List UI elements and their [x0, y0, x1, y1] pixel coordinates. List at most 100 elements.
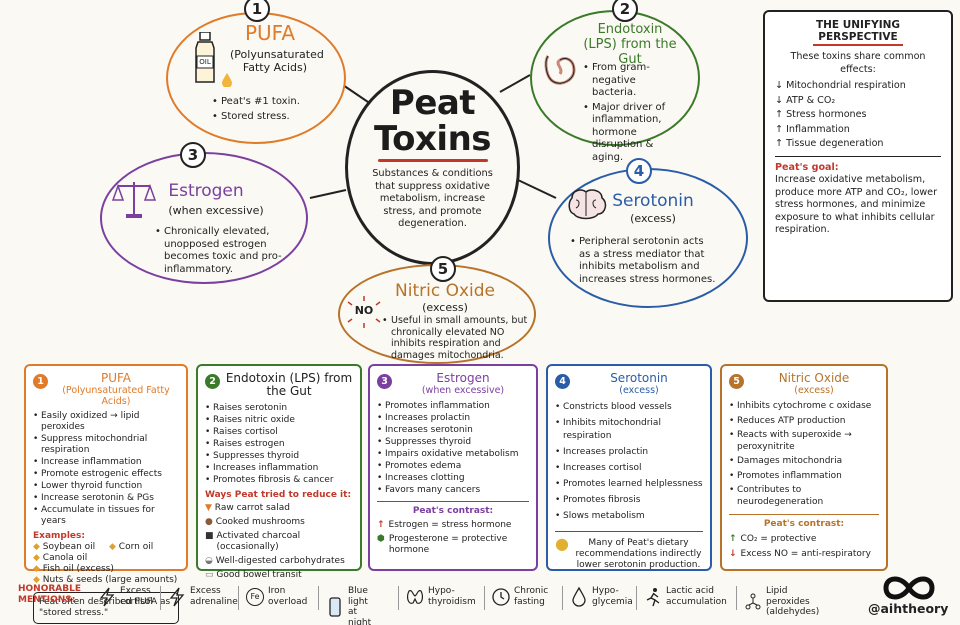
contrast-text: CO₂ = protective: [740, 534, 817, 544]
infinity-logo-icon: [880, 574, 938, 606]
oval-subtitle-estrogen: (when excessive): [168, 204, 264, 217]
note-box: Peat often described PUFA as "stored str…: [33, 592, 179, 624]
way-text: Raw carrot salad: [214, 503, 290, 513]
list-item: ↑ Stress hormones: [775, 109, 867, 120]
card-subtitle: (Polyunsaturated Fatty Acids): [62, 385, 170, 407]
list-item: ◆ Corn oil: [109, 542, 153, 553]
way-text: Activated charcoal (occasionally): [216, 531, 301, 552]
list-item: Damages mitochondria: [729, 456, 879, 468]
arrow-down-icon: ↓: [729, 549, 737, 559]
oval-subtitle-serotonin: (excess): [630, 212, 676, 225]
divider: [736, 586, 737, 610]
gut-icon: [540, 48, 580, 92]
item-line: glycemia: [592, 596, 633, 607]
center-subtitle: Substances & conditions that suppress ox…: [372, 168, 493, 229]
list-item: Accumulate in tissues for years: [33, 505, 179, 527]
list-item: ↑CO₂ = protective: [729, 534, 879, 545]
example-text: Corn oil: [118, 542, 154, 552]
card-subtitle: (excess): [794, 385, 834, 396]
list-item: Stored stress.: [212, 111, 332, 124]
unifying-underline: [813, 44, 903, 46]
oil-drop-icon: [222, 72, 232, 91]
list-item: Reacts with superoxide → peroxynitrite: [729, 430, 879, 453]
contrast-text: Progesterone = protective hormone: [388, 534, 508, 555]
brain-icon: [566, 186, 608, 224]
drop-icon: [572, 586, 586, 607]
unifying-perspective-box: THE UNIFYING PERSPECTIVE These toxins sh…: [763, 10, 953, 302]
oval-number-3: 3: [180, 142, 206, 168]
unifying-effects: ↓ Mitochondrial respiration ↓ ATP & CO₂ …: [775, 80, 941, 151]
drop-icon: ◆: [109, 542, 116, 552]
list-item: Raises estrogen: [205, 439, 353, 450]
oval-title-endotoxin: Endotoxin (LPS) from the Gut: [583, 22, 677, 67]
oval-subtitle-pufa: (Polyunsaturated Fatty Acids): [230, 48, 324, 74]
examples-title: Examples:: [33, 531, 85, 541]
center-title-line1: Peat: [389, 83, 476, 123]
no-icon: [346, 296, 382, 332]
list-item: Promotes fibrosis: [555, 494, 703, 507]
card-title: Serotonin: [610, 371, 668, 385]
list-item: Increases serotonin: [377, 425, 529, 436]
list-item: ■ Activated charcoal (occasionally): [205, 531, 353, 553]
carrot-icon: ▼: [205, 503, 212, 513]
item-line: accumulation: [666, 596, 727, 607]
divider: [562, 586, 563, 610]
divider: [636, 586, 637, 610]
list-item: Increases prolactin: [377, 413, 529, 424]
unifying-title: THE UNIFYING PERSPECTIVE: [815, 19, 901, 43]
honorable-item-lipid-peroxides: Lipid peroxides(aldehydes): [744, 586, 819, 618]
oval-subtitle-nitric-oxide: (excess): [422, 301, 468, 314]
author-handle: @aihtheory: [868, 601, 949, 616]
oval-title-nitric-oxide: Nitric Oxide: [395, 281, 495, 301]
oval-bullets-nitric-oxide: Useful in small amounts, but chronically…: [382, 315, 532, 363]
card-bullets: Easily oxidized → lipid peroxides Suppre…: [33, 411, 179, 527]
goal-text: Increase oxidative metabolism, produce m…: [775, 174, 938, 235]
oval-number-1: 1: [244, 0, 270, 22]
contrast-title: Peat's contrast:: [412, 506, 494, 516]
center-underline: [377, 159, 488, 162]
oval-title-pufa: PUFA: [244, 21, 296, 45]
list-item: ● Cooked mushrooms: [205, 517, 353, 528]
goal-title: Peat's goal:: [775, 161, 839, 173]
example-text: Canola oil: [42, 553, 88, 563]
list-item: ↓ Mitochondrial respiration: [775, 80, 906, 91]
arrow-up-icon: ↑: [729, 534, 737, 544]
ways-title: Ways Peat tried to reduce it:: [205, 490, 352, 500]
note-section: ● Many of Peat's dietary recommendations…: [555, 531, 703, 571]
divider: [484, 586, 485, 610]
list-item: Increases cortisol: [555, 462, 703, 475]
list-item: ◆ Soybean oil: [33, 542, 103, 553]
divider: [160, 586, 161, 610]
card-title: Nitric Oxide: [778, 371, 850, 385]
unifying-intro: These toxins share common effects:: [790, 51, 926, 75]
label-line: HONORABLE: [18, 584, 82, 594]
item-line: adrenaline: [190, 596, 238, 607]
list-item: Increase inflammation: [33, 457, 179, 468]
honorable-item-hypoglycemia: Hypo-glycemia: [570, 586, 633, 607]
way-text: Well-digested carbohydrates: [215, 556, 345, 566]
item-line: Excess: [120, 586, 151, 596]
center-circle: Peat Toxins Substances & conditions that…: [345, 70, 520, 265]
list-item: Chronically elevated, unopposed estrogen…: [155, 226, 285, 276]
drop-icon: ◆: [33, 564, 40, 574]
list-item: Promotes learned helplessness: [555, 478, 703, 491]
card-bullets: Inhibits cytochrome c oxidase Reduces AT…: [729, 401, 879, 508]
examples-list: ◆ Soybean oil ◆ Corn oil ◆ Canola oil ◆ …: [33, 542, 179, 586]
list-item: Increase serotonin & PGs: [33, 493, 179, 504]
item-line: Blue light: [348, 586, 368, 607]
divider: [775, 155, 941, 157]
list-item: Contributes to neurodegeneration: [729, 485, 879, 508]
oval-bullets-endotoxin: From gram-negative bacteria. Major drive…: [583, 62, 681, 166]
card-number: 3: [377, 374, 392, 389]
item-line: Hypo-: [592, 586, 619, 596]
list-item: Raises serotonin: [205, 403, 353, 414]
item-line: fasting: [514, 596, 545, 607]
clock-icon: [492, 587, 510, 606]
card-nitric-oxide: 5 Nitric Oxide (excess) Inhibits cytochr…: [720, 364, 888, 571]
list-item: From gram-negative bacteria.: [583, 62, 681, 100]
